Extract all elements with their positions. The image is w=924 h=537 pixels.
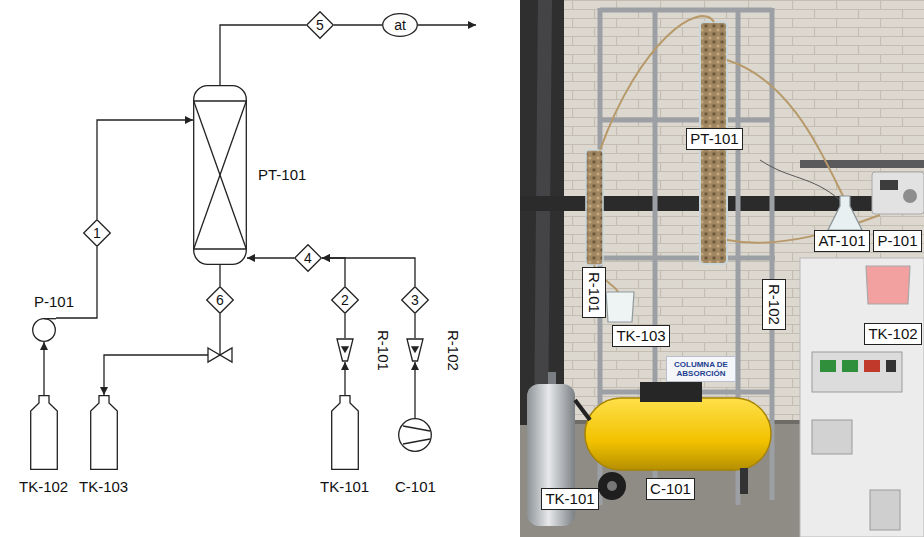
pipe-line	[43, 342, 44, 395]
compressor-outline	[398, 418, 432, 452]
tag-text: TK-103	[616, 327, 665, 344]
sign-text: COLUMNA DE ABSORCIÓN	[670, 360, 732, 378]
tag-text: C-101	[650, 480, 691, 497]
compressor-symbol: C-101	[398, 418, 432, 452]
equipment-label: C-101	[395, 478, 436, 495]
rotameter-outline	[335, 338, 355, 362]
pipe-line	[344, 362, 345, 395]
stream-number: 2	[341, 292, 349, 308]
stream-diamond: 4	[294, 244, 322, 272]
pipe-line	[344, 314, 345, 338]
pump-symbol: P-101	[32, 318, 56, 342]
column-outline	[193, 85, 247, 265]
stream-number: 1	[93, 225, 101, 241]
pipe-line	[97, 120, 193, 219]
pipe-line	[219, 265, 220, 286]
equipment-label: PT-101	[258, 166, 306, 183]
tank-symbol: TK-101	[331, 395, 359, 470]
analyzer-ellipse: at	[382, 13, 418, 37]
packed-column: PT-101	[193, 85, 247, 265]
pipe-line	[322, 258, 415, 286]
equipment-label: R-101	[375, 330, 392, 371]
tag-text: R-102	[765, 284, 782, 325]
pump-outline	[32, 318, 56, 342]
tag-text: TK-102	[868, 325, 917, 342]
photo-tag: TK-102	[864, 323, 922, 345]
rotameter-symbol: R-101	[335, 338, 355, 362]
photo-tag: C-101	[646, 478, 695, 500]
tank-symbol: TK-102	[30, 395, 58, 470]
photo-tag: P-101	[873, 230, 922, 252]
photo-tag: R-101	[582, 267, 606, 318]
photo-tag: TK-101	[541, 488, 599, 510]
equipment-label: TK-103	[79, 478, 128, 495]
tank-outline	[331, 395, 359, 470]
photo-tag: R-102	[762, 279, 786, 330]
pipe-line	[104, 314, 220, 395]
photo-tag: PT-101	[686, 128, 743, 150]
stream-diamond: 2	[331, 286, 359, 314]
stream-number: 5	[316, 17, 324, 33]
photo	[520, 0, 924, 537]
vent-arrow	[418, 24, 476, 25]
pipe-line	[414, 314, 415, 338]
photo-tag: TK-103	[612, 325, 670, 347]
pipe-line	[247, 257, 294, 258]
stream-number: 4	[304, 250, 312, 266]
stream-diamond: 6	[206, 286, 234, 314]
tag-text: R-101	[585, 272, 602, 313]
valve-symbol	[208, 348, 232, 362]
tag-text: P-101	[877, 232, 917, 249]
equipment-label: P-101	[34, 293, 74, 310]
stream-number: at	[394, 17, 406, 33]
tag-text: PT-101	[690, 130, 738, 147]
rotameter-outline	[405, 338, 425, 362]
tag-text: TK-101	[545, 490, 594, 507]
pipe-line	[414, 362, 415, 418]
stream-diamond: 1	[83, 219, 111, 247]
sign-plate: COLUMNA DE ABSORCIÓN	[666, 356, 736, 382]
stream-diamond: 5	[306, 11, 334, 39]
photo-tag: AT-101	[814, 230, 870, 252]
stream-number: 6	[216, 292, 224, 308]
tank-symbol: TK-103	[90, 395, 118, 470]
tag-text: AT-101	[818, 232, 865, 249]
pipe-line	[334, 24, 382, 25]
equipment-label: TK-101	[320, 478, 369, 495]
equipment-label: R-102	[445, 330, 462, 371]
tank-outline	[30, 395, 58, 470]
stream-number: 3	[411, 292, 419, 308]
pipe-line	[220, 25, 306, 85]
rotameter-symbol: R-102	[405, 338, 425, 362]
equipment-label: TK-102	[19, 478, 68, 495]
stream-diamond: 3	[401, 286, 429, 314]
tank-outline	[90, 395, 118, 470]
pipe-line	[322, 258, 345, 286]
